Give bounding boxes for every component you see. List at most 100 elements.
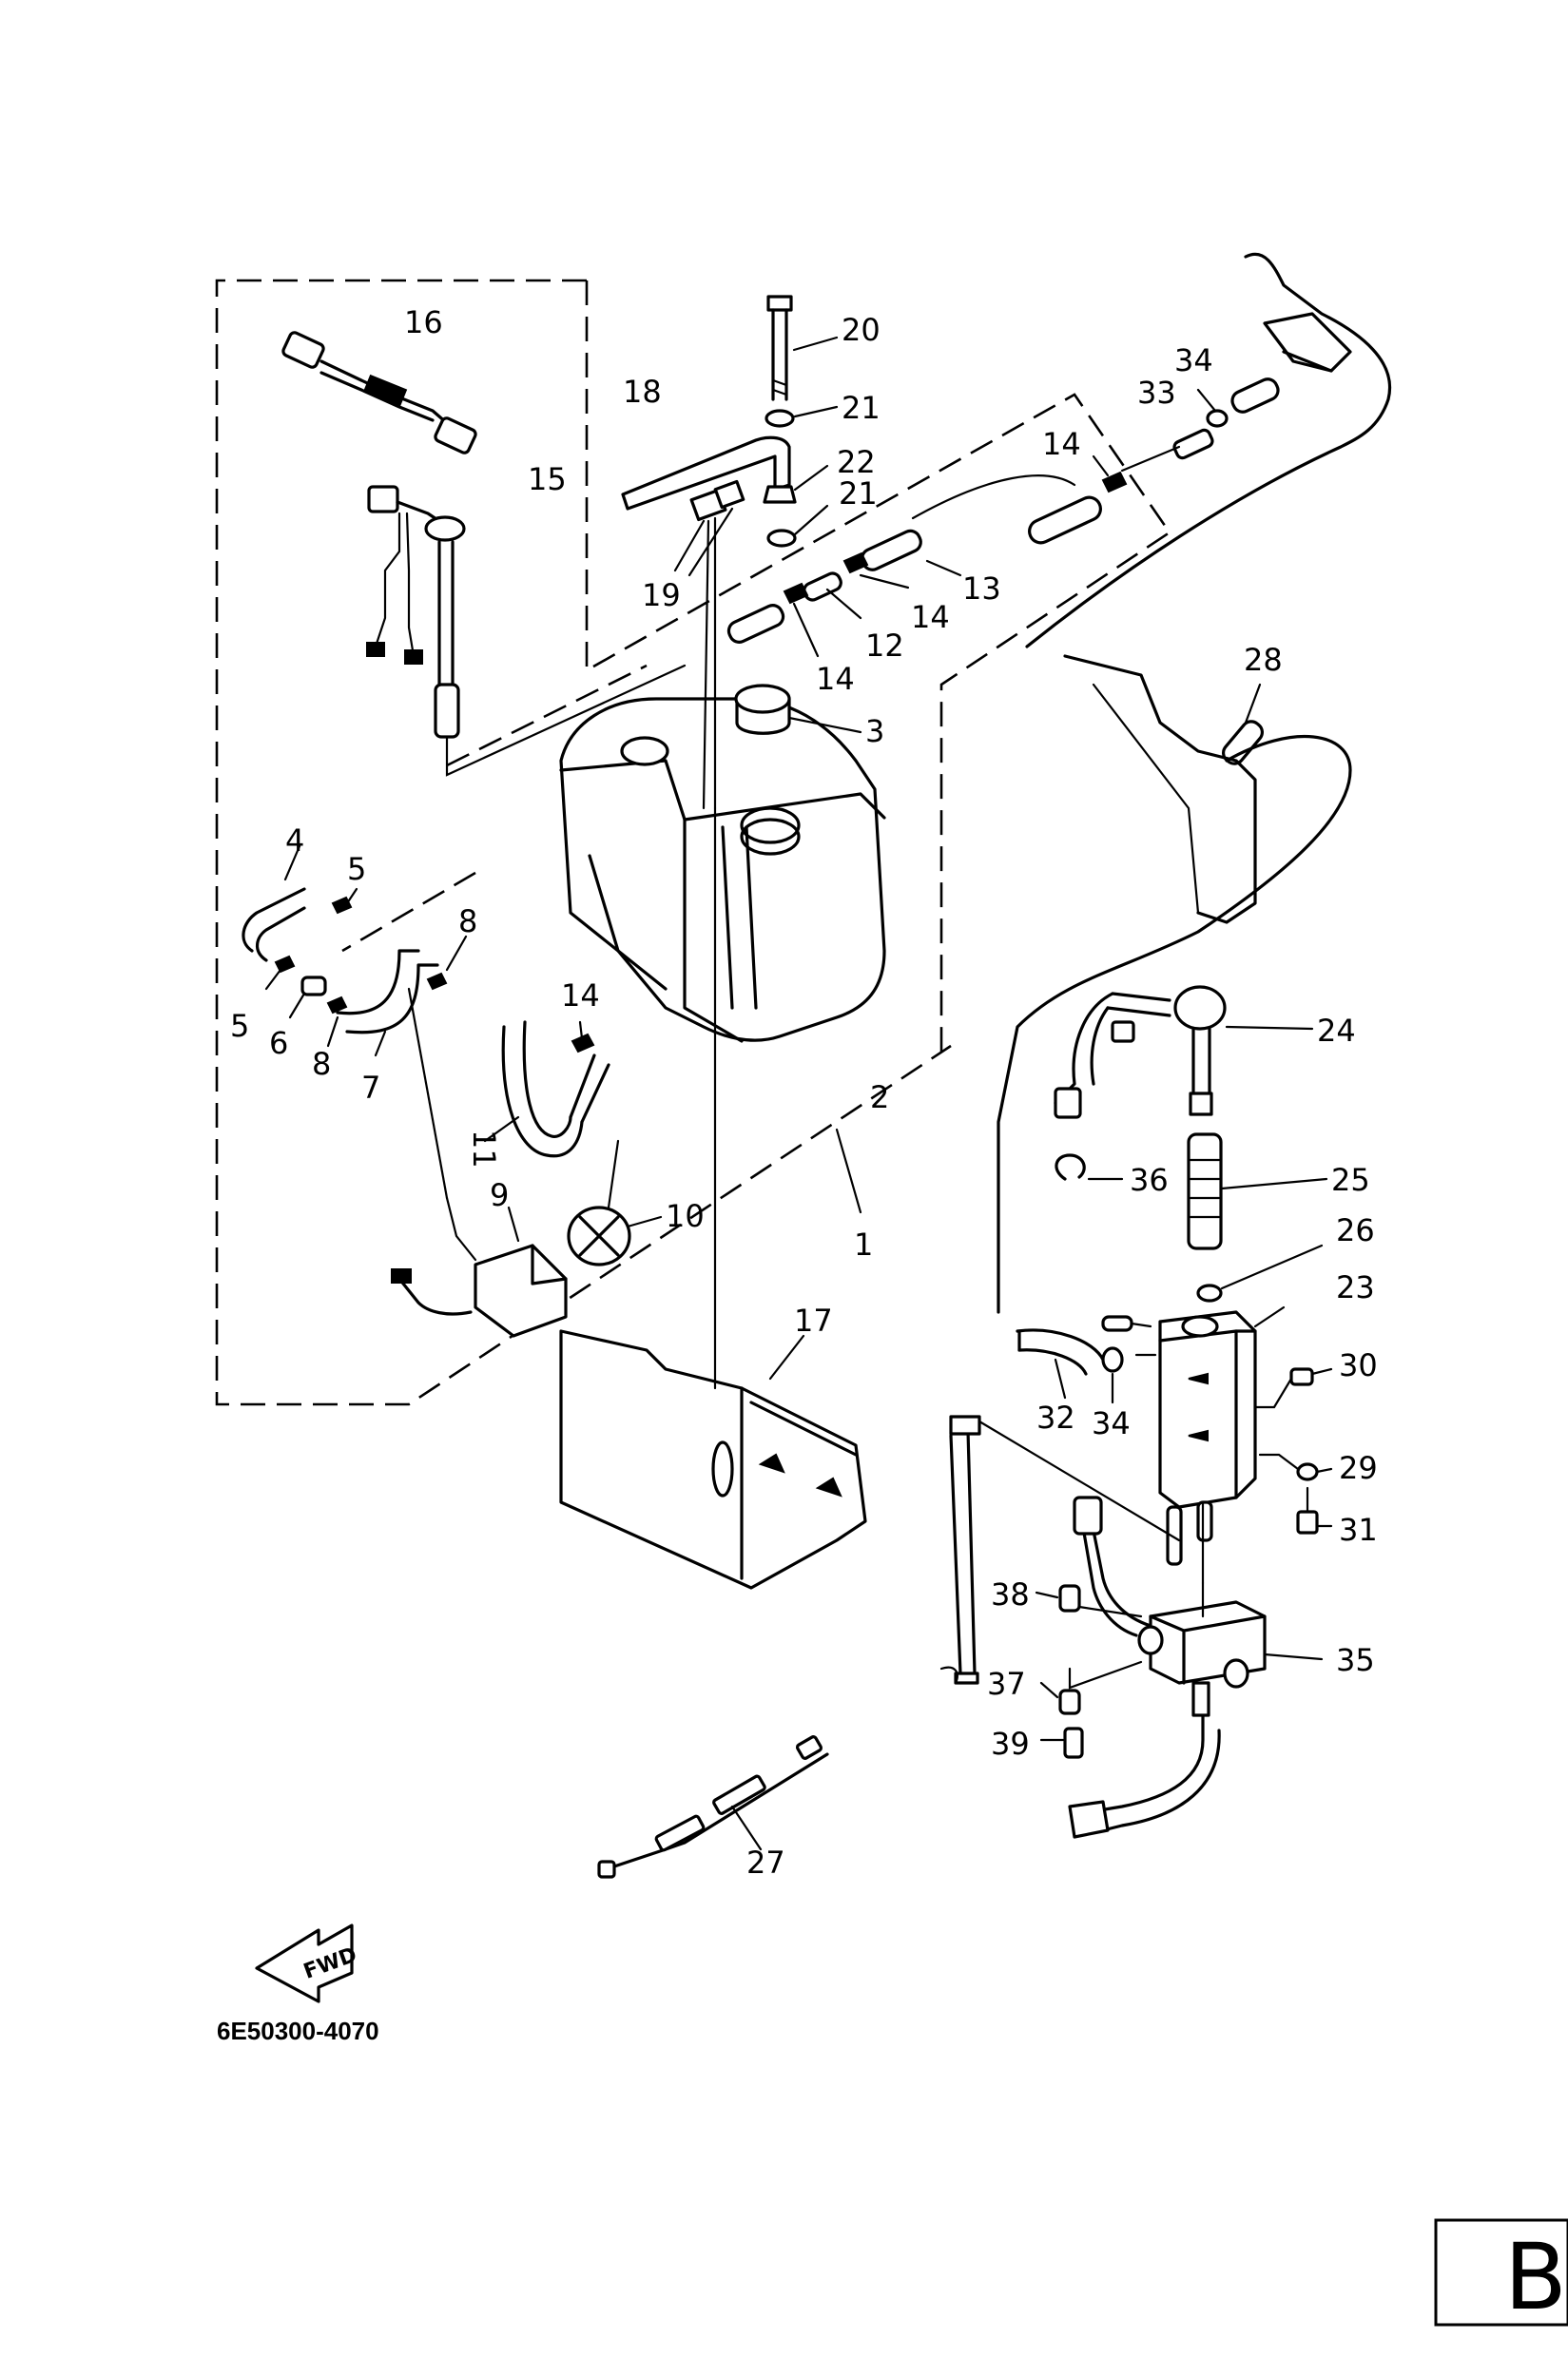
part-21-washer-top <box>765 405 839 428</box>
part-17-mounting-bracket <box>559 806 867 1590</box>
callout-34a: 34 <box>1174 342 1213 378</box>
part-25-filter-element <box>1187 1132 1328 1250</box>
callout-25: 25 <box>1331 1162 1370 1198</box>
part-34-clip-top <box>1196 388 1229 428</box>
callout-18: 18 <box>623 374 662 410</box>
callout-27: 27 <box>746 1845 785 1881</box>
part-23-sub-tank <box>1158 1305 1286 1566</box>
callout-14b: 14 <box>911 599 950 635</box>
callout-32: 32 <box>1036 1400 1075 1436</box>
part-10-oil-filter <box>567 1139 663 1266</box>
callout-38: 38 <box>991 1576 1030 1613</box>
callout-8a: 8 <box>458 903 477 939</box>
part-37-clamp <box>1039 1660 1143 1715</box>
part-9-oil-pump <box>391 987 568 1338</box>
part-16-wire-lead <box>281 331 477 454</box>
callout-6: 6 <box>269 1025 288 1061</box>
callout-20: 20 <box>842 312 881 348</box>
callout-33: 33 <box>1137 375 1176 411</box>
callout-5b: 5 <box>230 1008 249 1044</box>
callout-16: 16 <box>404 304 443 340</box>
part-15-oil-level-sensor <box>366 485 687 777</box>
callout-10: 10 <box>666 1198 705 1234</box>
callout-21b: 21 <box>839 475 878 512</box>
part-14-hose-clips-top <box>783 454 1128 658</box>
callout-13: 13 <box>962 570 1001 607</box>
callout-labels: 1 2 3 4 5 5 6 7 8 8 9 10 11 12 13 14 14 … <box>230 304 1378 1881</box>
part-2-oil-tank <box>559 697 886 1043</box>
callout-29: 29 <box>1339 1450 1378 1486</box>
callout-8b: 8 <box>312 1046 331 1082</box>
callout-31: 31 <box>1339 1512 1378 1548</box>
part-21-washer-bottom <box>766 504 829 548</box>
drawing-code: 6E50300-4070 <box>217 2017 379 2045</box>
part-4-hose <box>242 844 306 962</box>
callout-21a: 21 <box>842 390 881 426</box>
section-marker: B <box>1434 2218 1568 2330</box>
callout-2: 2 <box>870 1079 889 1115</box>
callout-14d: 14 <box>561 977 600 1014</box>
part-20-bolt <box>766 295 839 401</box>
part-35-oil-pump-module <box>1068 1496 1324 1839</box>
callout-7: 7 <box>361 1070 380 1106</box>
callout-11: 11 <box>466 1130 502 1169</box>
part-18-tank-bracket <box>621 435 791 810</box>
part-33-joint <box>1120 428 1214 473</box>
callout-9: 9 <box>490 1177 509 1213</box>
part-1-leader-line <box>835 1128 862 1214</box>
callout-1: 1 <box>854 1227 873 1263</box>
part-3-tank-cap <box>734 684 862 735</box>
callout-19: 19 <box>642 577 681 613</box>
section-letter: B <box>1504 2224 1567 2330</box>
part-27-cable <box>597 1735 829 1879</box>
part-5-clip-lower <box>264 955 296 991</box>
callout-12: 12 <box>865 628 904 664</box>
engine-cowling-outline <box>1025 252 1392 648</box>
part-8-clip-lower <box>326 995 348 1048</box>
callout-4: 4 <box>285 822 304 859</box>
callout-30: 30 <box>1339 1347 1378 1383</box>
callout-15: 15 <box>528 461 567 497</box>
part-vent-hose <box>939 1415 1181 1685</box>
part-11-hose <box>483 1020 610 1158</box>
callout-28: 28 <box>1244 642 1283 678</box>
fwd-arrow-icon: FWD <box>255 1923 360 2003</box>
part-8-clip-upper <box>426 935 468 991</box>
callout-14a: 14 <box>816 661 855 697</box>
part-39-screw <box>1039 1727 1084 1759</box>
part-30-plug <box>1253 1367 1333 1409</box>
callout-5a: 5 <box>347 851 366 887</box>
callout-22: 22 <box>837 444 876 480</box>
part-32-hose <box>1016 1315 1152 1400</box>
part-hose-left <box>726 604 785 644</box>
part-31-drain-screw <box>1296 1486 1333 1535</box>
callout-26: 26 <box>1336 1212 1375 1248</box>
part-34-clip-lower <box>1101 1346 1157 1404</box>
part-6-fitting <box>288 976 327 1019</box>
part-38-fitting <box>1035 1584 1143 1618</box>
part-28-hose <box>1221 683 1265 765</box>
callout-17: 17 <box>794 1303 833 1339</box>
part-hose-top-right <box>1230 377 1280 414</box>
part-5-clip-upper <box>331 887 358 915</box>
callout-3: 3 <box>865 713 884 749</box>
callout-35: 35 <box>1336 1642 1375 1678</box>
assembly-boundary-lines <box>215 279 1171 1406</box>
part-14-clip-center <box>571 1020 595 1053</box>
engine-block-outline <box>997 654 1352 1314</box>
part-36-wire-clip <box>1055 1153 1124 1181</box>
callout-36: 36 <box>1130 1162 1169 1198</box>
part-29-gasket <box>1258 1453 1333 1481</box>
part-12-joint <box>803 571 862 620</box>
part-22-nut <box>763 464 829 504</box>
callout-37: 37 <box>987 1666 1026 1702</box>
callout-23: 23 <box>1336 1269 1375 1305</box>
part-26-washer <box>1196 1244 1324 1303</box>
part-24-level-switch <box>1054 985 1314 1119</box>
part-7-hose <box>336 949 439 1057</box>
callout-24: 24 <box>1317 1013 1356 1049</box>
callout-39: 39 <box>991 1726 1030 1762</box>
callout-34b: 34 <box>1092 1405 1131 1441</box>
part-13-hose-upper <box>861 474 1102 577</box>
